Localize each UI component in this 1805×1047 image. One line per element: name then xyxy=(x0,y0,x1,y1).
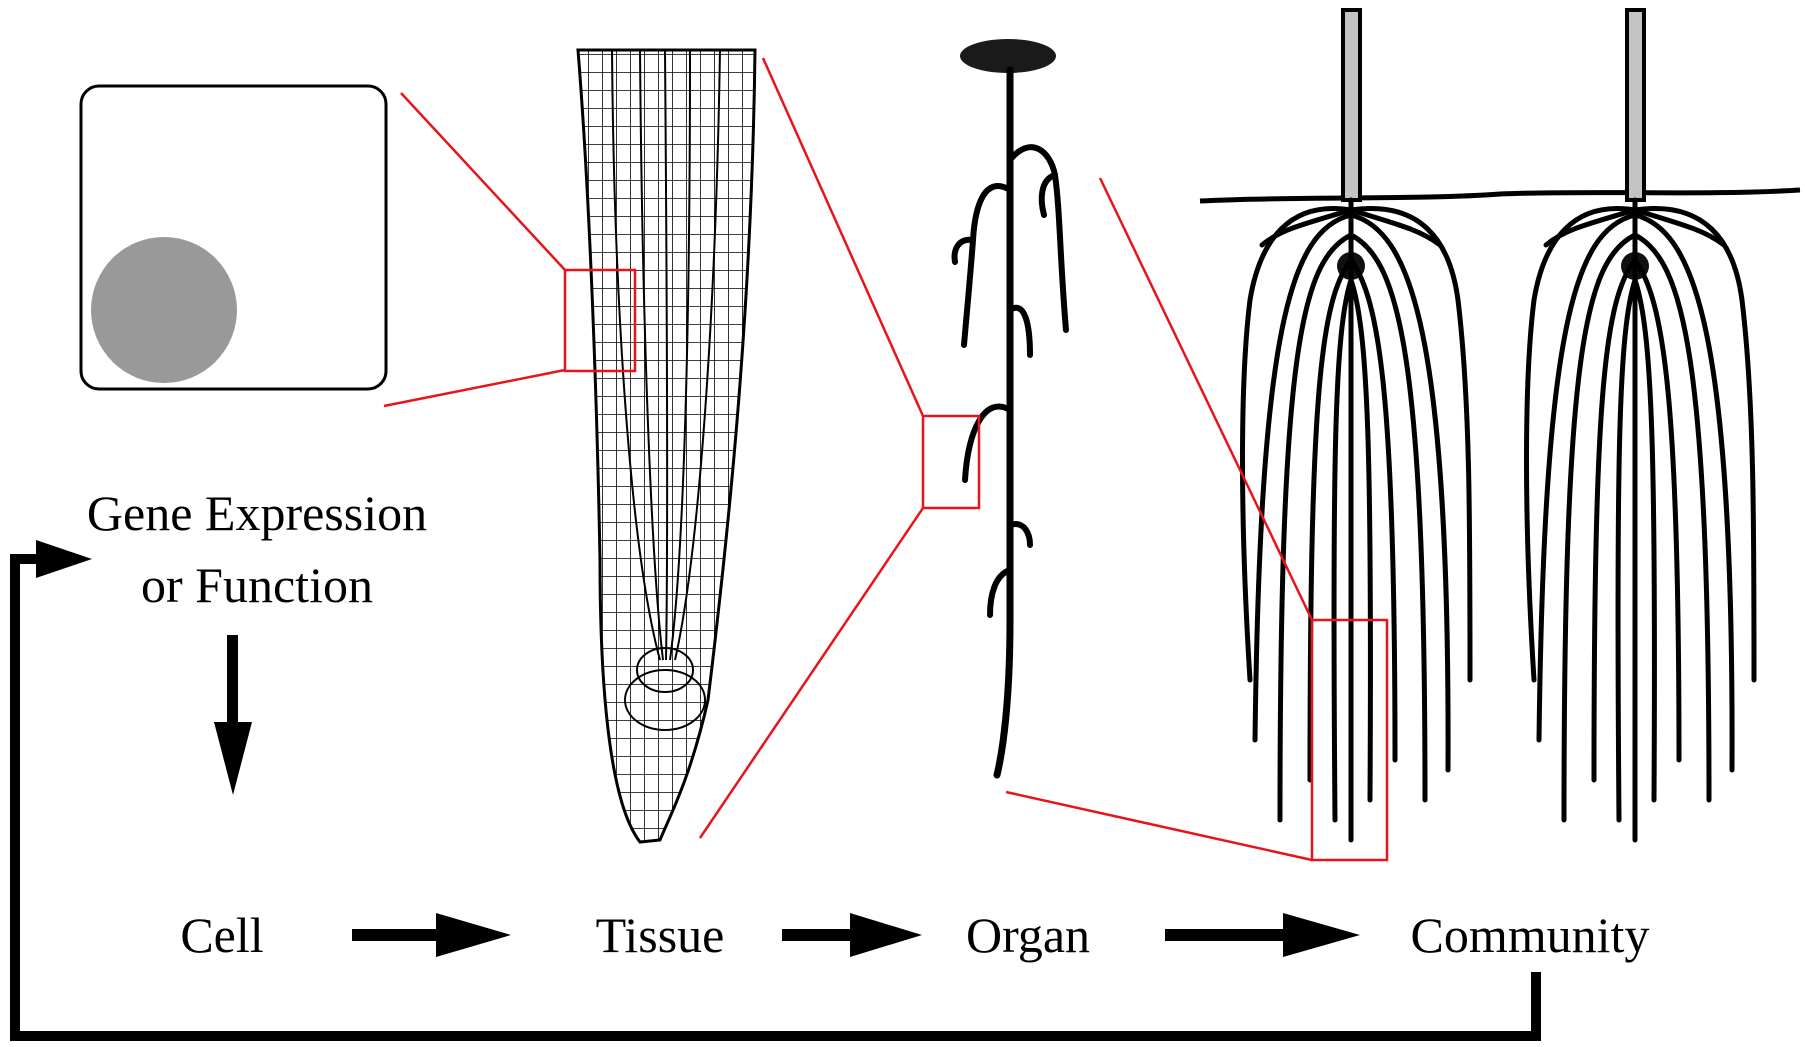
arrow-tissue-to-organ xyxy=(782,913,922,957)
root-organ xyxy=(951,39,1069,779)
down-arrow xyxy=(214,635,252,795)
cell-label: Cell xyxy=(180,907,263,963)
gene-expression-label: Gene Expression xyxy=(87,485,427,541)
tissue-label: Tissue xyxy=(596,907,725,963)
arrow-cell-to-tissue xyxy=(352,913,511,957)
plant-left xyxy=(1240,8,1473,843)
or-function-label: or Function xyxy=(141,557,373,613)
zoom-connectors xyxy=(383,57,1389,862)
cell-nucleus xyxy=(91,237,237,383)
cell-illustration xyxy=(79,84,388,391)
plant-right xyxy=(1524,8,1757,843)
seed-top xyxy=(960,39,1056,73)
community-root-systems xyxy=(1199,8,1801,843)
feedback-loop-arrow xyxy=(10,540,1541,1041)
zoom-box-tissue xyxy=(563,268,637,373)
zoom-box-community xyxy=(1310,618,1389,862)
root-tip-tissue xyxy=(576,48,757,844)
community-label: Community xyxy=(1411,907,1650,963)
organ-label: Organ xyxy=(966,907,1090,963)
arrow-organ-to-community xyxy=(1165,913,1360,957)
flow-arrows xyxy=(10,540,1541,1041)
soil-line xyxy=(1199,187,1801,204)
zoom-box-organ xyxy=(921,414,981,510)
labels: Gene Expression or Function Cell Tissue … xyxy=(87,485,1650,963)
